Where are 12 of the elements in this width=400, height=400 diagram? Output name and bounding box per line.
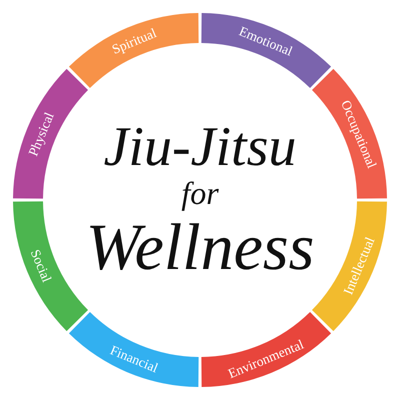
center-text: Jiu-Jitsu [104, 119, 296, 175]
ring-segment [312, 68, 387, 199]
ring-segment [13, 201, 88, 332]
ring-segment [68, 13, 199, 88]
ring-segment [13, 68, 88, 199]
ring-segment [68, 312, 199, 387]
center-text: for [181, 177, 219, 209]
ring-segment [201, 13, 332, 88]
segment-label: Social [28, 247, 54, 284]
center-text: Wellness [86, 215, 314, 281]
ring-segment [201, 312, 332, 387]
ring-segment [312, 201, 387, 332]
